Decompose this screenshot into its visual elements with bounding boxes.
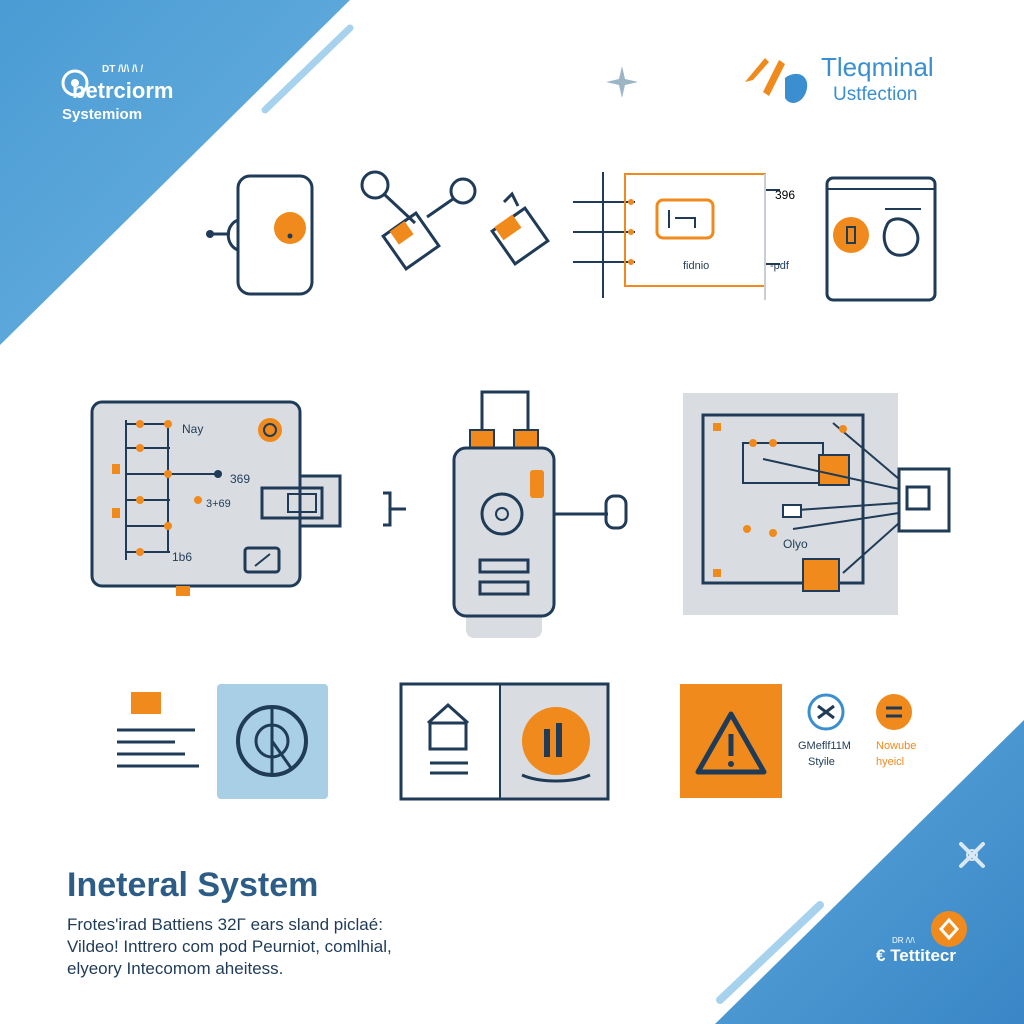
footer-line-1: Frotes'irad Battiens 32Γ ears sland picl… [67, 915, 383, 934]
brand-right-title: Tleqminal [821, 52, 934, 82]
home-battery-tile-icon [399, 682, 610, 801]
hazard-label-2: hyeicl [876, 756, 905, 768]
footer-description: Frotes'irad Battiens 32Γ ears sland picl… [67, 914, 392, 980]
tools-cross-icon [959, 842, 985, 868]
wiring-board-panel: Olyo [683, 393, 953, 615]
badge-label: € Tettitecr [876, 946, 956, 965]
gauge-tile-icon [217, 684, 328, 799]
bottom-right-triangle [715, 720, 1024, 1024]
status-legend: GMeflf11M Styile Nowube hyeicl [798, 692, 938, 782]
accent-stripe-2 [716, 901, 824, 1004]
plug-cable-icon [360, 170, 477, 271]
warning-tile-icon [680, 684, 782, 798]
brand-right-subtitle: Ustfection [833, 84, 918, 105]
connector-icon [490, 191, 550, 266]
gauge-label-2: Styile [808, 756, 835, 768]
circuit-label-bottom: -pdf [770, 260, 789, 272]
control-board-panel: Nay 369 3+69 1b6 [90, 400, 345, 605]
phone-device-icon [206, 174, 314, 296]
footer-line-2: Vildeo! Inttrero com pod Ρeurniot, comlh… [67, 937, 392, 956]
battery-unit-icon [383, 390, 628, 638]
badge-tiny: DR /\/\ [892, 936, 915, 945]
circuit-diagram: 396 fidnio -pdf [565, 160, 805, 300]
footer-line-3: elyeory Intecomom aheitess. [67, 959, 284, 978]
sparkle-icon [606, 66, 638, 98]
tools-logo-icon [745, 58, 808, 103]
board-label-2: 3+69 [206, 498, 231, 510]
gauge-label-1: GMeflf11M [798, 740, 851, 752]
board-label-3: 1b6 [172, 550, 193, 564]
tablet-device-icon [825, 176, 937, 302]
circuit-label-top: 396 [775, 188, 796, 202]
board-label-nav: Nay [182, 422, 204, 436]
settings-circle-icon [807, 693, 845, 731]
brand-tiny: DT /\/\ /\ / [102, 64, 144, 75]
brand-name: betrciorm [72, 78, 174, 103]
badge-orange-icon [931, 911, 967, 947]
footer-title: Ineteral System [67, 866, 319, 904]
hazard-label-1: Nowube [876, 740, 917, 752]
wiring-label: Olyo [783, 537, 808, 551]
brand-logo-icon [61, 69, 89, 97]
accent-stripe [261, 24, 354, 114]
document-list-icon [117, 692, 199, 768]
brand-subtitle: Systemiom [62, 106, 143, 123]
board-label-1: 369 [230, 472, 251, 486]
circuit-label-center: fidnio [683, 260, 710, 272]
badge-c-icon: € [876, 946, 891, 965]
hazard-circle-icon [876, 694, 912, 730]
